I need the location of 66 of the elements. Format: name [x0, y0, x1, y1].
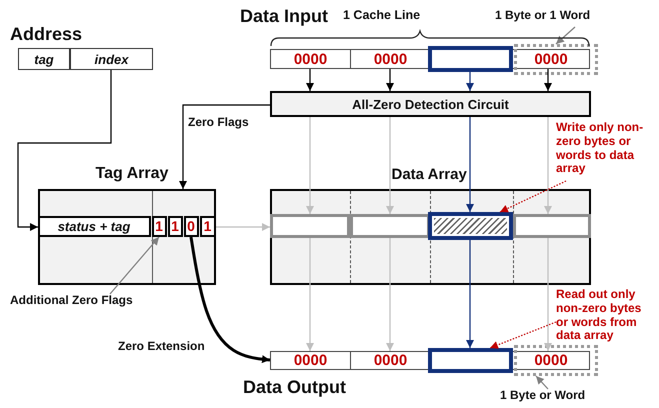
flag-bit: [168, 216, 182, 236]
dotted-outline: [514, 345, 598, 376]
annotation-text: Read out only non-zero bytes or words from data array: [556, 288, 656, 348]
arrow: [466, 72, 474, 91]
arrow: [190, 236, 270, 364]
flag-bit: [184, 216, 198, 236]
dotted-outline: [514, 44, 598, 75]
circuit-label: All-Zero Detection Circuit: [352, 98, 509, 110]
highlighted-cell: [428, 46, 513, 72]
arrow: [544, 69, 552, 91]
cell-value: 0000: [534, 52, 568, 66]
circuit-box: [270, 91, 591, 117]
cell-value: 1: [155, 219, 163, 233]
cell-value: 1: [171, 219, 179, 233]
arrow: [544, 238, 552, 351]
address-field: [70, 48, 153, 70]
hatched-cell: [428, 212, 512, 240]
register-cell: [270, 351, 350, 370]
edge-label: Zero Flags: [188, 116, 249, 130]
cell-value: 0: [187, 219, 195, 233]
arrow: [386, 69, 394, 91]
edge-label: Zero Extension: [118, 340, 205, 354]
arrow: [306, 69, 314, 91]
cell-value: tag: [34, 52, 54, 66]
address-field: [18, 48, 70, 70]
section-title: Data Array: [392, 166, 467, 183]
arrow: [466, 117, 474, 212]
arrow: [544, 117, 552, 214]
annotation-text: 1 Byte or Word: [500, 389, 620, 407]
leader-line: [500, 180, 566, 213]
annotation-text: 1 Byte or 1 Word: [495, 9, 615, 27]
section-title: Address: [10, 25, 82, 45]
leader-line: [490, 321, 556, 349]
section-title: Data Output: [243, 378, 346, 398]
arrow: [386, 117, 394, 214]
arrow: [17, 70, 112, 231]
cell-value: 0000: [374, 52, 408, 66]
cell-value: 1: [204, 219, 212, 233]
array-row-cell: [350, 214, 430, 238]
tag-field: [38, 216, 150, 236]
arrow: [179, 104, 270, 189]
cell-value: 0000: [294, 353, 328, 368]
brace-label: 1 Cache Line: [343, 9, 420, 23]
annotation-text: Additional Zero Flags: [10, 294, 160, 310]
arrow: [466, 240, 474, 348]
annotation-text: Write only non-zero bytes or words to data array: [556, 121, 656, 181]
section-title: Data Input: [240, 7, 328, 27]
arrow: [306, 117, 314, 214]
array-row-cell: [270, 214, 350, 238]
arrow: [306, 238, 314, 351]
flag-bit: [200, 216, 216, 236]
array-row-cell: [512, 214, 590, 238]
cell-value: 0000: [374, 353, 408, 368]
flag-bit: [152, 216, 166, 236]
arrow: [536, 376, 548, 390]
arrow: [216, 223, 270, 231]
arrow: [386, 238, 394, 351]
cell-value: index: [94, 52, 128, 66]
arrow: [110, 236, 160, 294]
register-cell: [270, 49, 350, 69]
cell-value: status + tag: [58, 220, 130, 232]
arrow: [556, 26, 576, 44]
cell-value: 0000: [534, 353, 568, 368]
section-title: Tag Array: [96, 164, 168, 182]
highlighted-cell: [428, 348, 513, 373]
cell-value: 0000: [294, 52, 328, 66]
